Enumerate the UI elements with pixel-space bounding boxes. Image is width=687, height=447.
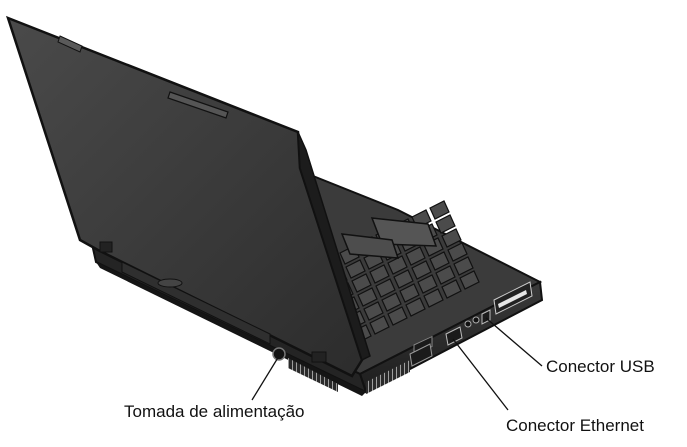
keyboard-key	[405, 297, 426, 317]
keyboard-key	[375, 278, 396, 298]
laptop-lid	[5, 15, 371, 378]
keyboard-key	[459, 270, 480, 290]
leader-lines	[251, 317, 543, 411]
keyboard-key	[435, 265, 456, 285]
keyboard-key	[363, 301, 384, 321]
keyboard-key	[387, 306, 408, 326]
rear-face	[121, 261, 410, 394]
keyboard-key	[447, 242, 468, 262]
keyboard-key	[345, 259, 366, 279]
keyboard-key	[357, 287, 378, 307]
keyboard-key	[441, 279, 462, 299]
keyboard-key	[351, 273, 372, 293]
ethernet-leader	[452, 338, 509, 411]
ethernet-connector-label: Conector Ethernet	[506, 416, 644, 435]
power-jack-icon	[272, 347, 286, 361]
keyboard-key	[369, 315, 390, 335]
keyboard-key	[435, 214, 456, 234]
keyboard-key	[369, 264, 390, 284]
keyboard-key	[417, 274, 438, 294]
ethernet-port	[445, 326, 463, 346]
trackpad	[340, 217, 438, 259]
usb-leader	[485, 317, 543, 367]
keyboard-key	[405, 246, 426, 266]
vent-grille	[288, 358, 338, 392]
keyboard-key	[381, 292, 402, 312]
keyboard-key	[441, 228, 462, 248]
keyboard-key	[423, 288, 444, 308]
keyboard-key	[429, 251, 450, 271]
power-leader	[251, 355, 280, 401]
keyboard-key	[393, 269, 414, 289]
keyboard-key	[453, 256, 474, 276]
keyboard-key	[399, 283, 420, 303]
keyboard-key	[411, 260, 432, 280]
usb-connector-label: Conector USB	[546, 357, 655, 376]
power-jack-label: Tomada de alimentação	[124, 402, 305, 421]
keyboard-key	[429, 200, 450, 220]
